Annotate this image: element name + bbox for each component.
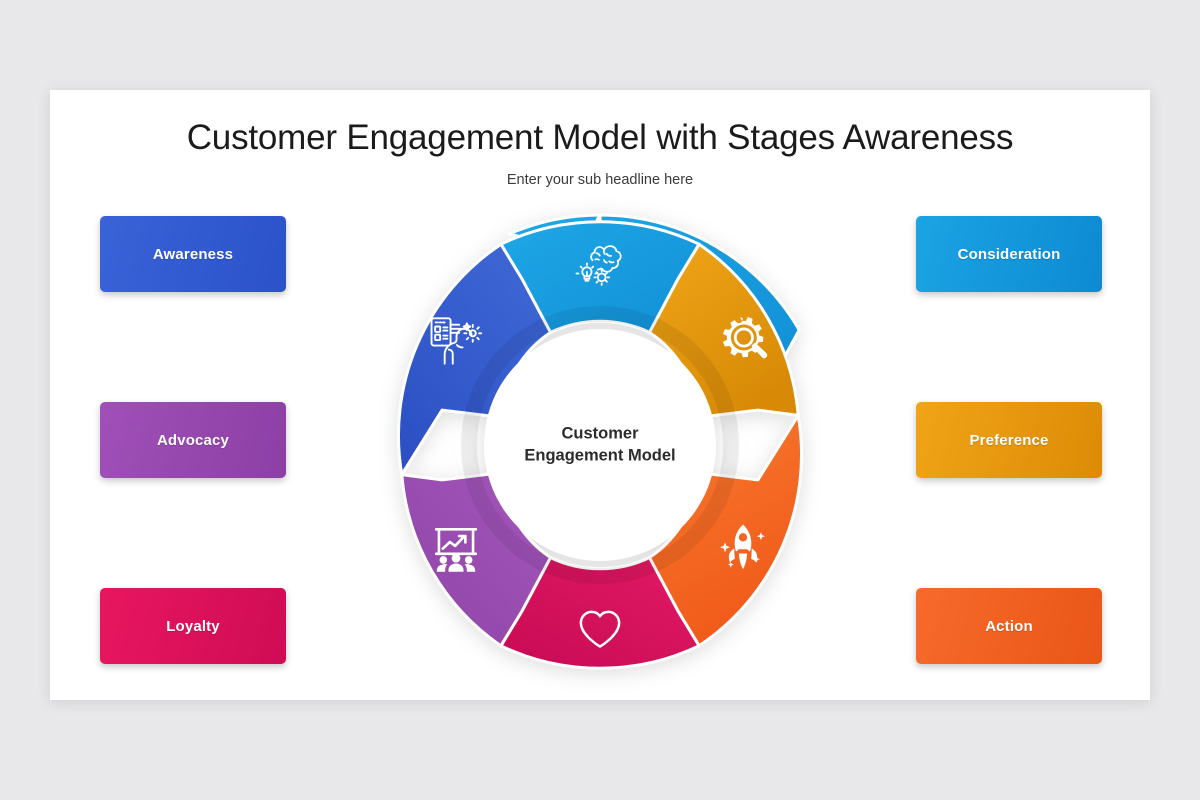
slide-card: Customer Engagement Model with Stages Aw…: [50, 90, 1150, 700]
stage-button-consideration[interactable]: Consideration: [916, 216, 1102, 292]
stage-button-action[interactable]: Action: [916, 588, 1102, 664]
page-subtitle: Enter your sub headline here: [506, 172, 694, 188]
stage-button-label: Advocacy: [156, 431, 230, 449]
stage-button-advocacy[interactable]: Advocacy: [100, 402, 286, 478]
stage-button-label: Preference: [969, 431, 1049, 449]
stage-button-awareness[interactable]: Awareness: [100, 216, 286, 292]
stage-button-label: Awareness: [152, 245, 234, 263]
stage-button-preference[interactable]: Preference: [916, 402, 1102, 478]
stage-button-loyalty[interactable]: Loyalty: [100, 588, 286, 664]
donut-inner-shadow: [461, 306, 739, 584]
donut-svg: [396, 213, 804, 670]
engagement-donut-chart: Customer Engagement Model: [360, 205, 840, 685]
stage-button-label: Consideration: [957, 245, 1061, 263]
donut-hub: [484, 329, 716, 561]
page-title: Customer Engagement Model with Stages Aw…: [186, 118, 1014, 157]
stage-button-label: Loyalty: [166, 617, 220, 635]
stage-button-label: Action: [985, 617, 1033, 635]
